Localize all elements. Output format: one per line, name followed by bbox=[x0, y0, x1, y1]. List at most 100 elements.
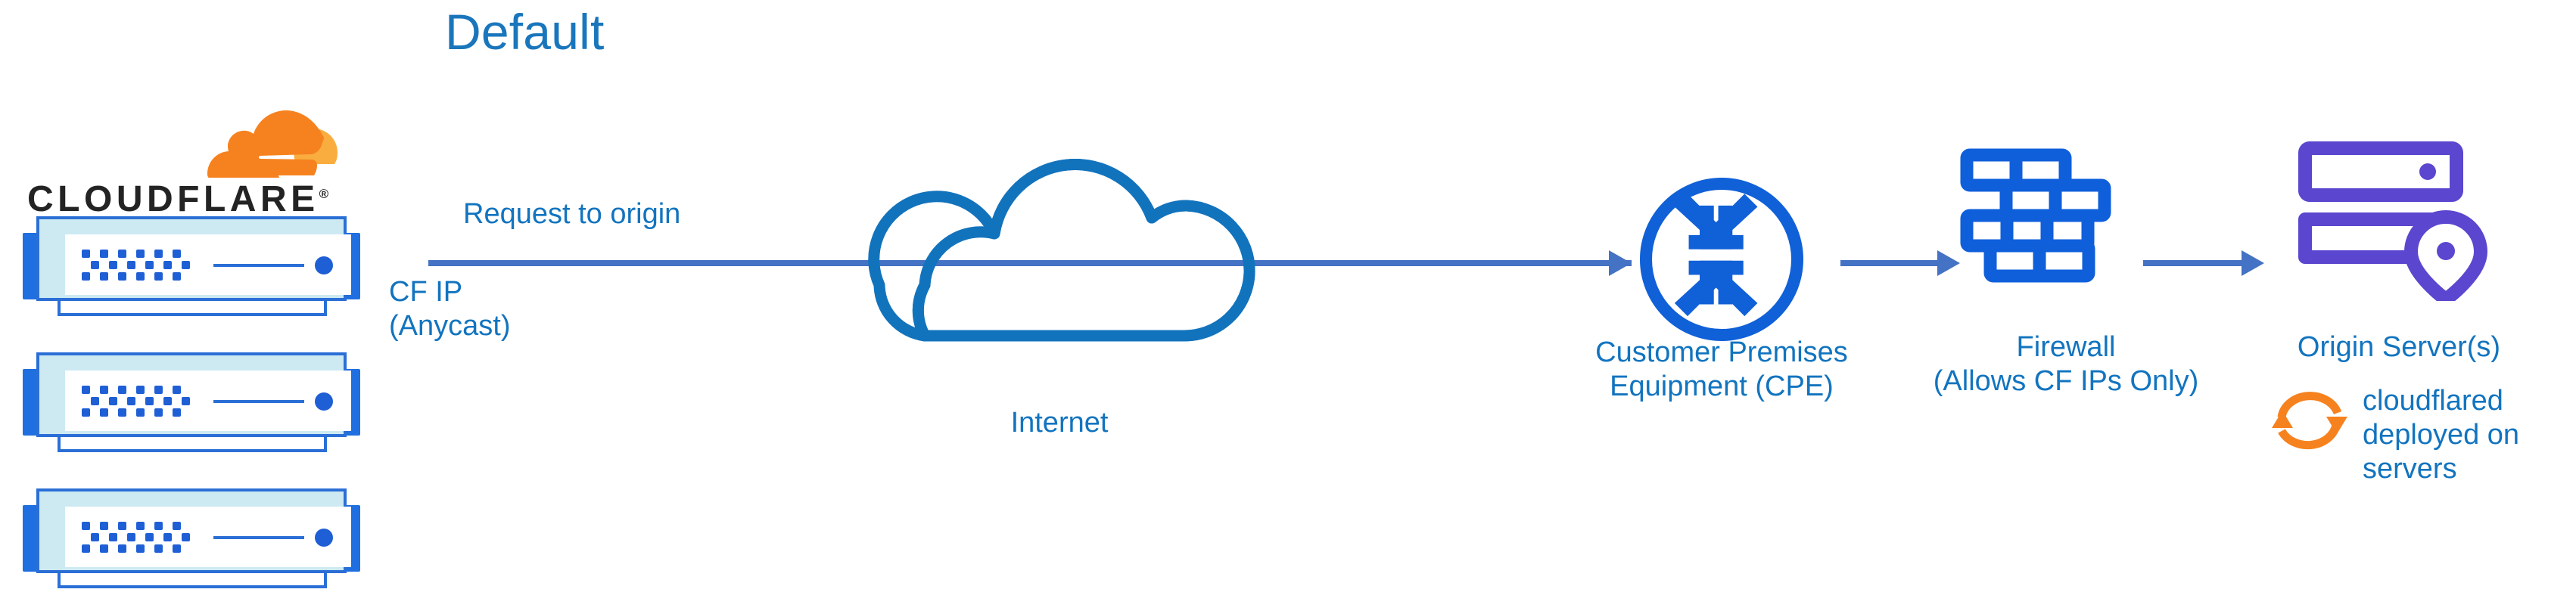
server-vent-dot bbox=[100, 408, 108, 417]
server-status-led-icon bbox=[315, 392, 333, 411]
server-vent-dot bbox=[82, 408, 90, 417]
edge-server-unit-2 bbox=[23, 349, 360, 455]
server-vent-dot bbox=[173, 544, 181, 553]
sync-refresh-icon bbox=[2270, 384, 2349, 460]
server-vent-dot bbox=[154, 386, 163, 394]
server-slot-line bbox=[213, 264, 304, 267]
server-vent-dot bbox=[173, 386, 181, 394]
server-vent-dot bbox=[100, 386, 108, 394]
server-chassis bbox=[36, 216, 351, 301]
server-vent-dot bbox=[118, 272, 126, 281]
cloudflared-annotation-label: cloudflared deployed on servers bbox=[2363, 385, 2520, 485]
cpe-to-firewall-arrow-head-icon bbox=[1937, 250, 1960, 276]
server-vent-dot bbox=[173, 408, 181, 417]
server-vent-grid-icon bbox=[82, 522, 190, 554]
cf-ip-anycast-label: CF IP (Anycast) bbox=[389, 276, 511, 342]
server-vent-dot bbox=[136, 386, 145, 394]
server-vent-dot bbox=[91, 397, 99, 405]
server-vent-dot bbox=[182, 261, 190, 269]
page-title: Default bbox=[445, 4, 605, 60]
edge-server-unit-1 bbox=[23, 213, 360, 319]
internet-node: Internet bbox=[840, 112, 1279, 439]
server-vent-dot bbox=[127, 533, 135, 541]
server-front-panel bbox=[65, 507, 351, 567]
server-vent-dot bbox=[154, 250, 163, 258]
server-vent-dot bbox=[136, 522, 145, 530]
request-arrow-head-icon bbox=[1609, 250, 1632, 276]
registered-trademark-icon: ® bbox=[319, 187, 329, 201]
server-vent-dot bbox=[127, 261, 135, 269]
cpe-node bbox=[1635, 172, 1809, 346]
origin-node bbox=[2298, 141, 2494, 306]
edge-server-unit-3 bbox=[23, 485, 360, 591]
cloudflare-logo: CLOUDFLARE® bbox=[27, 106, 360, 221]
server-vent-dot bbox=[173, 522, 181, 530]
server-slot-line bbox=[213, 400, 304, 403]
server-status-led-icon bbox=[315, 529, 333, 547]
firewall-label: Firewall (Allows CF IPs Only) bbox=[1933, 331, 2199, 397]
cpe-to-firewall-arrow-line bbox=[1840, 260, 1946, 266]
origin-server-location-icon bbox=[2298, 141, 2487, 306]
server-vent-dot bbox=[182, 397, 190, 405]
server-chassis bbox=[36, 488, 351, 573]
server-vent-grid-icon bbox=[82, 386, 190, 417]
firewall-to-origin-arrow-line bbox=[2143, 260, 2257, 266]
server-vent-dot bbox=[127, 397, 135, 405]
server-vent-dot bbox=[163, 397, 172, 405]
server-vent-dot bbox=[118, 386, 126, 394]
server-vent-dot bbox=[118, 522, 126, 530]
server-chassis bbox=[36, 352, 351, 437]
request-arrow-line bbox=[428, 260, 1632, 266]
server-vent-dot bbox=[100, 544, 108, 553]
server-vent-dot bbox=[118, 544, 126, 553]
server-vent-dot bbox=[118, 250, 126, 258]
internet-label: Internet bbox=[1010, 407, 1109, 439]
server-vent-dot bbox=[136, 272, 145, 281]
server-vent-dot bbox=[163, 533, 172, 541]
cpe-label: Customer Premises Equipment (CPE) bbox=[1595, 336, 1848, 402]
server-vent-dot bbox=[182, 533, 190, 541]
server-vent-dot bbox=[82, 544, 90, 553]
server-slot-line bbox=[213, 536, 304, 539]
server-vent-dot bbox=[145, 261, 154, 269]
server-vent-dot bbox=[173, 250, 181, 258]
server-vent-dot bbox=[136, 408, 145, 417]
firewall-node bbox=[1960, 148, 2111, 292]
server-vent-dot bbox=[118, 408, 126, 417]
server-vent-dot bbox=[109, 533, 117, 541]
server-vent-dot bbox=[154, 408, 163, 417]
server-vent-dot bbox=[91, 261, 99, 269]
cloudflare-cloud-logo-icon bbox=[200, 106, 351, 178]
server-vent-dot bbox=[82, 250, 90, 258]
server-vent-dot bbox=[100, 522, 108, 530]
cloud-icon bbox=[868, 159, 1255, 342]
server-vent-dot bbox=[145, 533, 154, 541]
server-vent-dot bbox=[136, 544, 145, 553]
server-vent-dot bbox=[109, 397, 117, 405]
server-front-panel bbox=[65, 234, 351, 295]
cloudflare-wordmark: CLOUDFLARE® bbox=[27, 178, 360, 220]
server-vent-dot bbox=[82, 522, 90, 530]
server-vent-dot bbox=[109, 261, 117, 269]
server-vent-dot bbox=[91, 533, 99, 541]
router-icon bbox=[1640, 178, 1803, 341]
server-vent-dot bbox=[173, 272, 181, 281]
server-vent-dot bbox=[136, 250, 145, 258]
server-vent-dot bbox=[100, 250, 108, 258]
server-vent-grid-icon bbox=[82, 250, 190, 281]
origin-server-label: Origin Server(s) bbox=[2297, 331, 2501, 363]
server-vent-dot bbox=[154, 272, 163, 281]
server-vent-dot bbox=[154, 544, 163, 553]
server-vent-dot bbox=[163, 261, 172, 269]
cloudflare-wordmark-text: CLOUDFLARE bbox=[27, 179, 319, 219]
server-vent-dot bbox=[154, 522, 163, 530]
request-to-origin-label: Request to origin bbox=[463, 198, 681, 230]
firewall-to-origin-arrow-head-icon bbox=[2242, 250, 2264, 276]
server-vent-dot bbox=[100, 272, 108, 281]
server-vent-dot bbox=[145, 397, 154, 405]
server-vent-dot bbox=[82, 386, 90, 394]
firewall-brick-wall-icon bbox=[1960, 148, 2111, 283]
server-vent-dot bbox=[82, 272, 90, 281]
server-status-led-icon bbox=[315, 256, 333, 274]
